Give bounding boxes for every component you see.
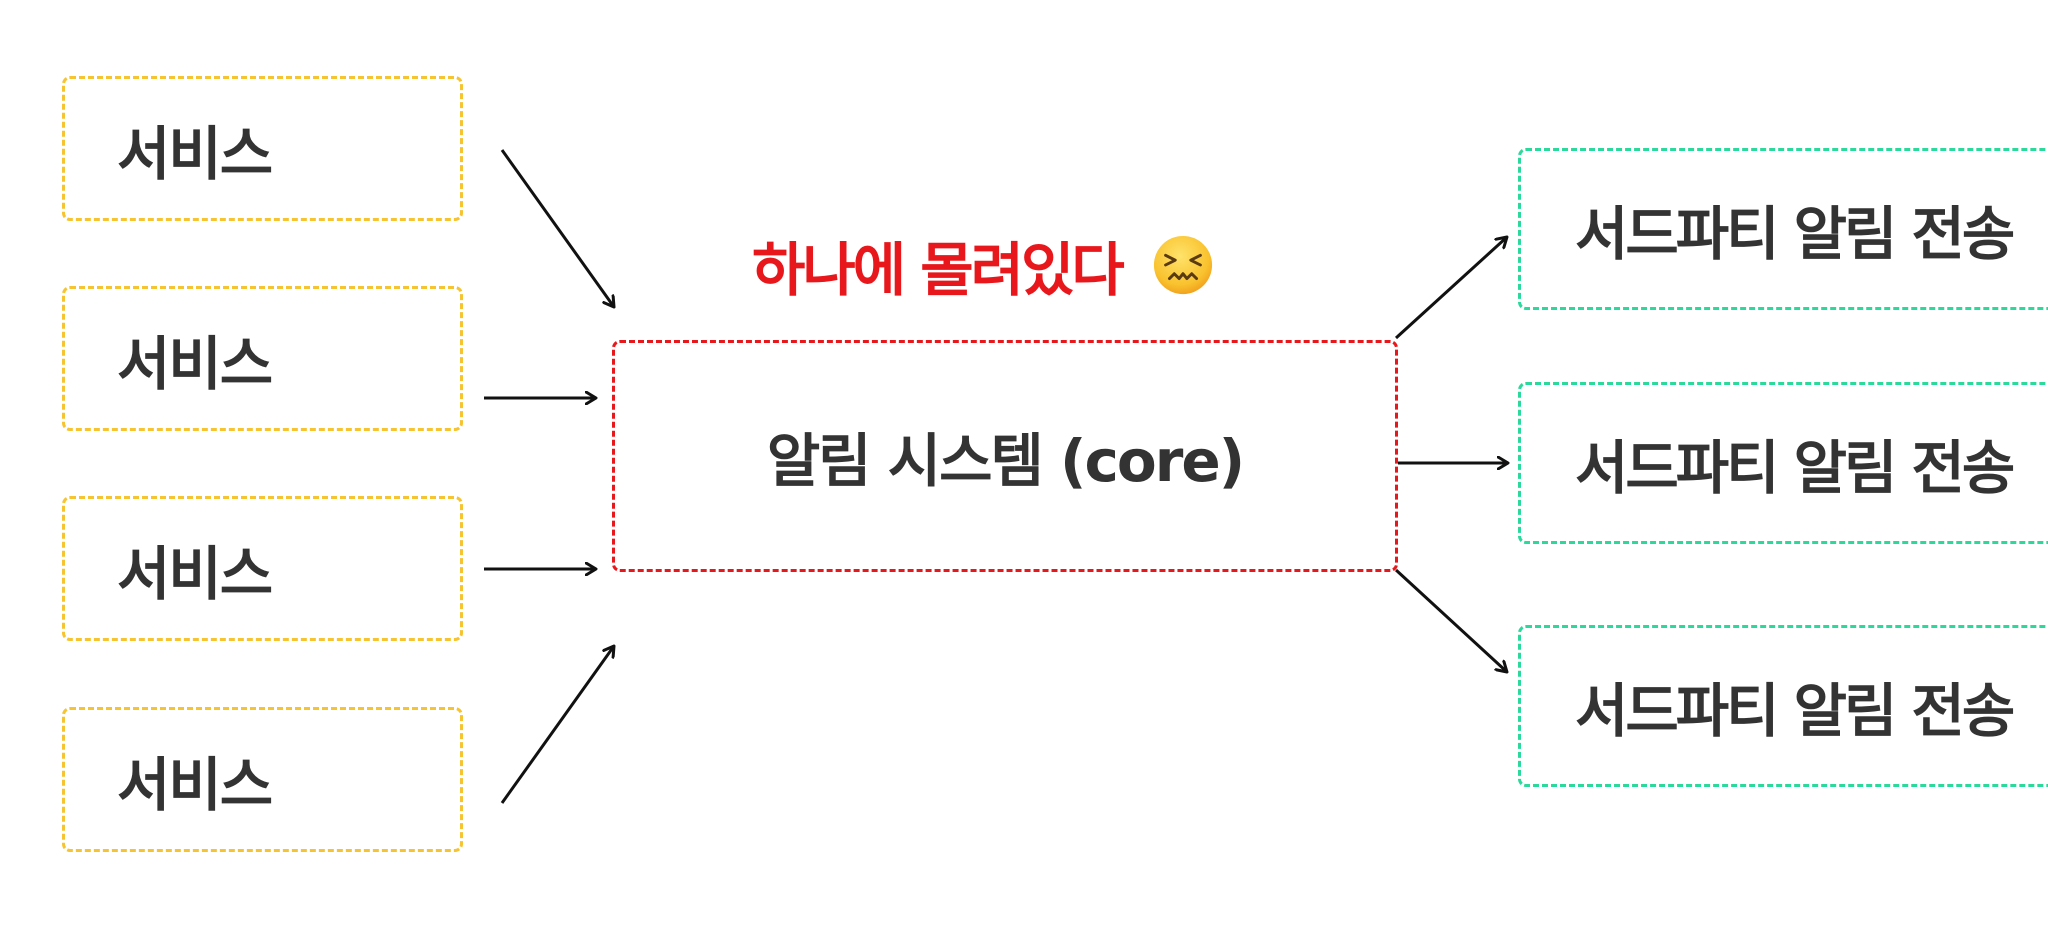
service-label-1: 서비스 — [117, 119, 273, 188]
arrow-service-4-to-core — [500, 646, 614, 804]
third-party-box-3: 서드파티 알림 전송 — [1518, 625, 2048, 787]
third-party-box-1: 서드파티 알림 전송 — [1518, 148, 2048, 310]
core-system-box: 알림 시스템 (core) — [612, 340, 1398, 572]
arrow-service-1-to-core — [500, 149, 614, 307]
service-box-2: 서비스 — [62, 286, 463, 431]
service-label-4: 서비스 — [117, 750, 273, 819]
service-label-2: 서비스 — [117, 329, 273, 398]
service-label-3: 서비스 — [117, 539, 273, 608]
service-box-4: 서비스 — [62, 707, 463, 852]
service-box-3: 서비스 — [62, 496, 463, 641]
third-party-label-2: 서드파티 알림 전송 — [1575, 434, 2015, 502]
service-box-1: 서비스 — [62, 76, 463, 221]
bottleneck-callout: 하나에 몰려있다 — [752, 225, 1214, 305]
core-system-label: 알림 시스템 (core) — [766, 427, 1245, 495]
arrow-core-to-third-party-3 — [1394, 568, 1507, 672]
arrow-core-to-third-party-1 — [1394, 237, 1507, 340]
confounded-face-icon — [1153, 235, 1212, 295]
third-party-box-2: 서드파티 알림 전송 — [1518, 382, 2048, 544]
third-party-label-1: 서드파티 알림 전송 — [1575, 200, 2015, 268]
callout-text: 하나에 몰려있다 — [752, 236, 1125, 304]
third-party-label-3: 서드파티 알림 전송 — [1575, 677, 2015, 745]
